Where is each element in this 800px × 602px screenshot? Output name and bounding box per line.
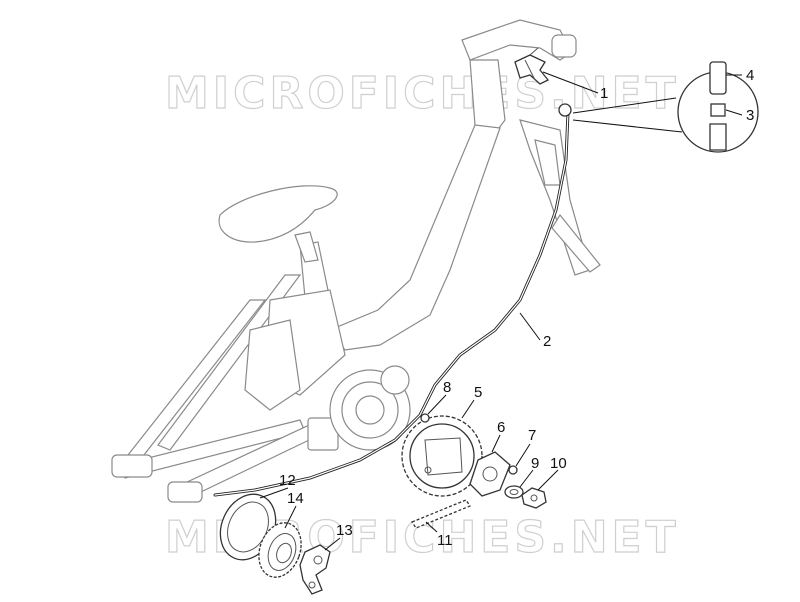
part-11-chain <box>411 499 471 529</box>
callout-13: 13 <box>336 522 353 539</box>
callout-14: 14 <box>287 490 304 507</box>
part-13-derailleur <box>299 544 331 595</box>
detail-inset <box>572 61 759 153</box>
part-4-cable-end-cap <box>709 61 727 95</box>
callout-4: 4 <box>746 67 754 84</box>
callout-3: 3 <box>746 107 754 124</box>
callout-5: 5 <box>474 384 482 401</box>
part-5-chainring <box>401 415 483 497</box>
callouts: 1 2 3 4 5 6 7 8 9 10 11 12 13 14 <box>279 67 754 549</box>
callout-8: 8 <box>443 379 451 396</box>
bicycle-frame <box>111 19 601 503</box>
part-9-washer <box>504 485 524 499</box>
part-1-handlebar-lever <box>514 47 550 85</box>
part-14-cassette <box>258 522 302 578</box>
part-3-ferrule <box>710 103 726 117</box>
callout-6: 6 <box>497 419 505 436</box>
part-8-nut <box>420 413 430 423</box>
watermark-top: MICROFICHES.NET <box>165 68 680 119</box>
callout-10: 10 <box>550 455 567 472</box>
leader-lines <box>259 71 743 551</box>
callout-11: 11 <box>437 532 453 549</box>
part-2-cable <box>213 103 572 497</box>
part-6-spider <box>469 451 511 497</box>
part-7-bolt <box>508 465 518 475</box>
part-10-nut <box>521 487 547 509</box>
callout-2: 2 <box>543 333 551 350</box>
callout-9: 9 <box>531 455 539 472</box>
callout-12: 12 <box>279 472 296 489</box>
callout-7: 7 <box>528 427 536 444</box>
callout-1: 1 <box>600 85 608 102</box>
